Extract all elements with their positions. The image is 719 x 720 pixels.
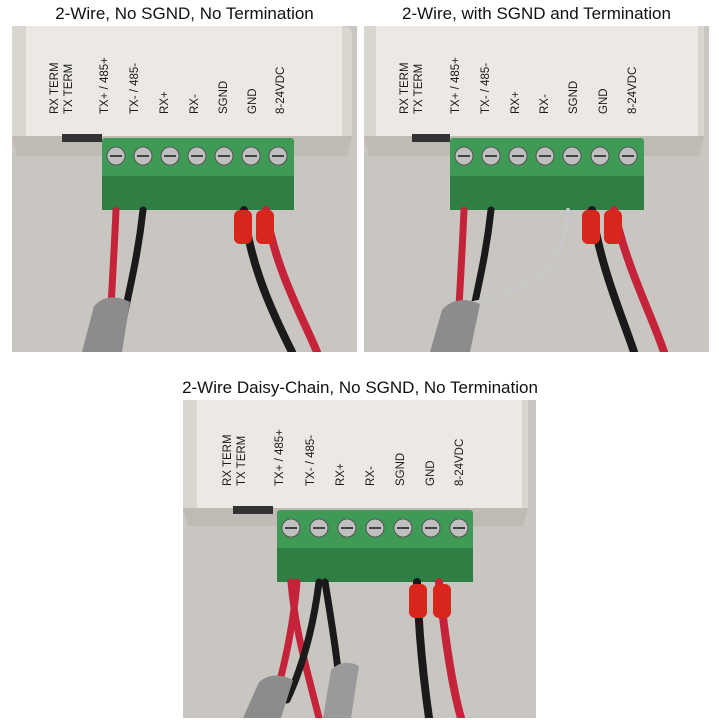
label-sgnd: SGND bbox=[218, 81, 230, 114]
terminal-block bbox=[277, 510, 473, 582]
label-rx-minus: RX- bbox=[365, 466, 377, 486]
label-plate bbox=[26, 26, 342, 136]
photo-panel-3: RX TERM TX TERM TX+ / 485+ TX- / 485- RX… bbox=[183, 400, 536, 718]
label-8-24vdc: 8-24VDC bbox=[627, 67, 639, 114]
label-tx-minus: TX- / 485- bbox=[305, 435, 317, 486]
wiring-photo-3: RX TERM TX TERM TX+ / 485+ TX- / 485- RX… bbox=[183, 400, 536, 718]
caption-panel-1: 2-Wire, No SGND, No Termination bbox=[55, 4, 314, 23]
sgnd-wire bbox=[467, 208, 570, 306]
red-ferrules bbox=[409, 584, 451, 618]
label-tx-term: TX TERM bbox=[63, 64, 75, 114]
label-rx-plus: RX+ bbox=[335, 463, 347, 486]
label-rx-plus: RX+ bbox=[159, 91, 171, 114]
cable-jacket-right bbox=[323, 662, 359, 718]
label-tx-plus: TX+ / 485+ bbox=[99, 57, 111, 114]
label-tx-term: TX TERM bbox=[236, 436, 248, 486]
terminal-block bbox=[450, 138, 644, 210]
label-8-24vdc: 8-24VDC bbox=[275, 67, 287, 114]
photo-panel-2: RX TERM TX TERM TX+ / 485+ TX- / 485- RX… bbox=[364, 26, 709, 352]
label-gnd: GND bbox=[425, 460, 437, 486]
label-tx-term: TX TERM bbox=[413, 64, 425, 114]
label-8-24vdc: 8-24VDC bbox=[454, 439, 466, 486]
label-rx-minus: RX- bbox=[539, 94, 551, 114]
terminal-labels: RX TERM TX TERM TX+ / 485+ TX- / 485- RX… bbox=[399, 57, 639, 114]
label-tx-minus: TX- / 485- bbox=[129, 63, 141, 114]
red-ferrules bbox=[234, 210, 274, 244]
terminal-labels: RX TERM TX TERM TX+ / 485+ TX- / 485- RX… bbox=[222, 429, 466, 486]
label-rx-term: RX TERM bbox=[399, 62, 411, 114]
red-ferrules bbox=[582, 210, 622, 244]
label-plate bbox=[376, 26, 698, 136]
terminal-labels: RX TERM TX TERM TX+ / 485+ TX- / 485- RX… bbox=[49, 57, 287, 114]
label-tx-plus: TX+ / 485+ bbox=[274, 429, 286, 486]
cable-jacket bbox=[430, 300, 480, 352]
caption-panel-2: 2-Wire, with SGND and Termination bbox=[402, 4, 671, 23]
label-sgnd: SGND bbox=[395, 453, 407, 486]
label-plate bbox=[197, 400, 522, 508]
label-tx-plus: TX+ / 485+ bbox=[450, 57, 462, 114]
label-rx-term: RX TERM bbox=[49, 62, 61, 114]
caption-panel-3: 2-Wire Daisy-Chain, No SGND, No Terminat… bbox=[182, 378, 538, 397]
label-rx-plus: RX+ bbox=[510, 91, 522, 114]
terminal-block bbox=[102, 138, 294, 210]
label-rx-term: RX TERM bbox=[222, 434, 234, 486]
photo-panel-1: RX TERM TX TERM TX+ / 485+ TX- / 485- RX… bbox=[12, 26, 357, 352]
wiring-photo-2: RX TERM TX TERM TX+ / 485+ TX- / 485- RX… bbox=[364, 26, 709, 352]
label-gnd: GND bbox=[598, 88, 610, 114]
label-gnd: GND bbox=[247, 88, 259, 114]
cable-jacket bbox=[82, 297, 130, 352]
cable-jacket-left bbox=[243, 675, 293, 718]
wiring-photo-1: RX TERM TX TERM TX+ / 485+ TX- / 485- RX… bbox=[12, 26, 357, 352]
label-tx-minus: TX- / 485- bbox=[480, 63, 492, 114]
label-sgnd: SGND bbox=[568, 81, 580, 114]
label-rx-minus: RX- bbox=[189, 94, 201, 114]
